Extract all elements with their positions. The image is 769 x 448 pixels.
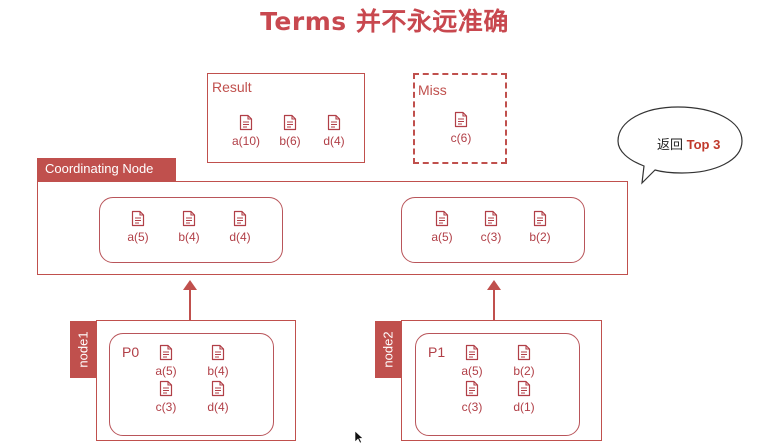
shard-label: P0 [122, 344, 140, 360]
document-icon [239, 114, 253, 131]
document-icon [454, 111, 468, 128]
miss-doc: c(6) [439, 111, 483, 145]
coordinating-doc: a(5) [420, 210, 464, 244]
coordinating-doc: c(3) [469, 210, 513, 244]
result-box: Result a(10) b(6) d(4) [207, 73, 365, 163]
miss-docs: c(6) [439, 111, 483, 145]
document-icon [517, 380, 531, 397]
node2-doc: c(3) [450, 380, 494, 414]
document-icon [211, 344, 225, 361]
shard-label: P1 [428, 344, 446, 360]
node1-box: P0 a(5) b(4) c(3) d(4) [96, 320, 296, 441]
result-doc: d(4) [312, 114, 356, 148]
coordinating-doc: d(4) [218, 210, 262, 244]
result-doc: a(10) [224, 114, 268, 148]
coordinating-right-group: a(5) c(3) b(2) [401, 197, 585, 263]
document-icon [182, 210, 196, 227]
node2-shard: P1 a(5) b(2) c(3) d(1) [415, 333, 580, 436]
coordinating-node-box: a(5) b(4) d(4) a(5) c(3) b(2) [37, 181, 628, 275]
document-icon [327, 114, 341, 131]
result-label: Result [212, 79, 252, 95]
node1-doc: b(4) [196, 344, 240, 378]
document-icon [159, 344, 173, 361]
document-icon [211, 380, 225, 397]
coordinating-left-group: a(5) b(4) d(4) [99, 197, 283, 263]
miss-box: Miss c(6) [413, 73, 507, 164]
coordinating-node-label: Coordinating Node [37, 158, 176, 181]
node1-doc: c(3) [144, 380, 188, 414]
speech-bubble [617, 106, 743, 185]
node2-box: P1 a(5) b(2) c(3) d(1) [401, 320, 602, 441]
node2-doc: a(5) [450, 344, 494, 378]
bubble-text: 返回 Top 3 [657, 137, 721, 152]
coordinating-doc: a(5) [116, 210, 160, 244]
document-icon [465, 380, 479, 397]
document-icon [517, 344, 531, 361]
mouse-pointer-icon [354, 430, 364, 444]
node2-label: node2 [375, 321, 401, 378]
result-docs: a(10) b(6) d(4) [224, 114, 356, 148]
node1-label: node1 [70, 321, 96, 378]
coordinating-doc: b(4) [167, 210, 211, 244]
node1-shard: P0 a(5) b(4) c(3) d(4) [109, 333, 274, 436]
corner-watermark [598, 0, 728, 8]
miss-label: Miss [418, 82, 447, 98]
node1-doc: a(5) [144, 344, 188, 378]
arrow-up-icon [487, 280, 501, 320]
document-icon [435, 210, 449, 227]
node1-doc: d(4) [196, 380, 240, 414]
document-icon [484, 210, 498, 227]
document-icon [131, 210, 145, 227]
document-icon [283, 114, 297, 131]
page-title: Terms 并不永远准确 [260, 7, 509, 36]
document-icon [533, 210, 547, 227]
result-doc: b(6) [268, 114, 312, 148]
document-icon [159, 380, 173, 397]
arrow-up-icon [183, 280, 197, 320]
node2-doc: b(2) [502, 344, 546, 378]
node2-doc: d(1) [502, 380, 546, 414]
document-icon [233, 210, 247, 227]
document-icon [465, 344, 479, 361]
coordinating-doc: b(2) [518, 210, 562, 244]
